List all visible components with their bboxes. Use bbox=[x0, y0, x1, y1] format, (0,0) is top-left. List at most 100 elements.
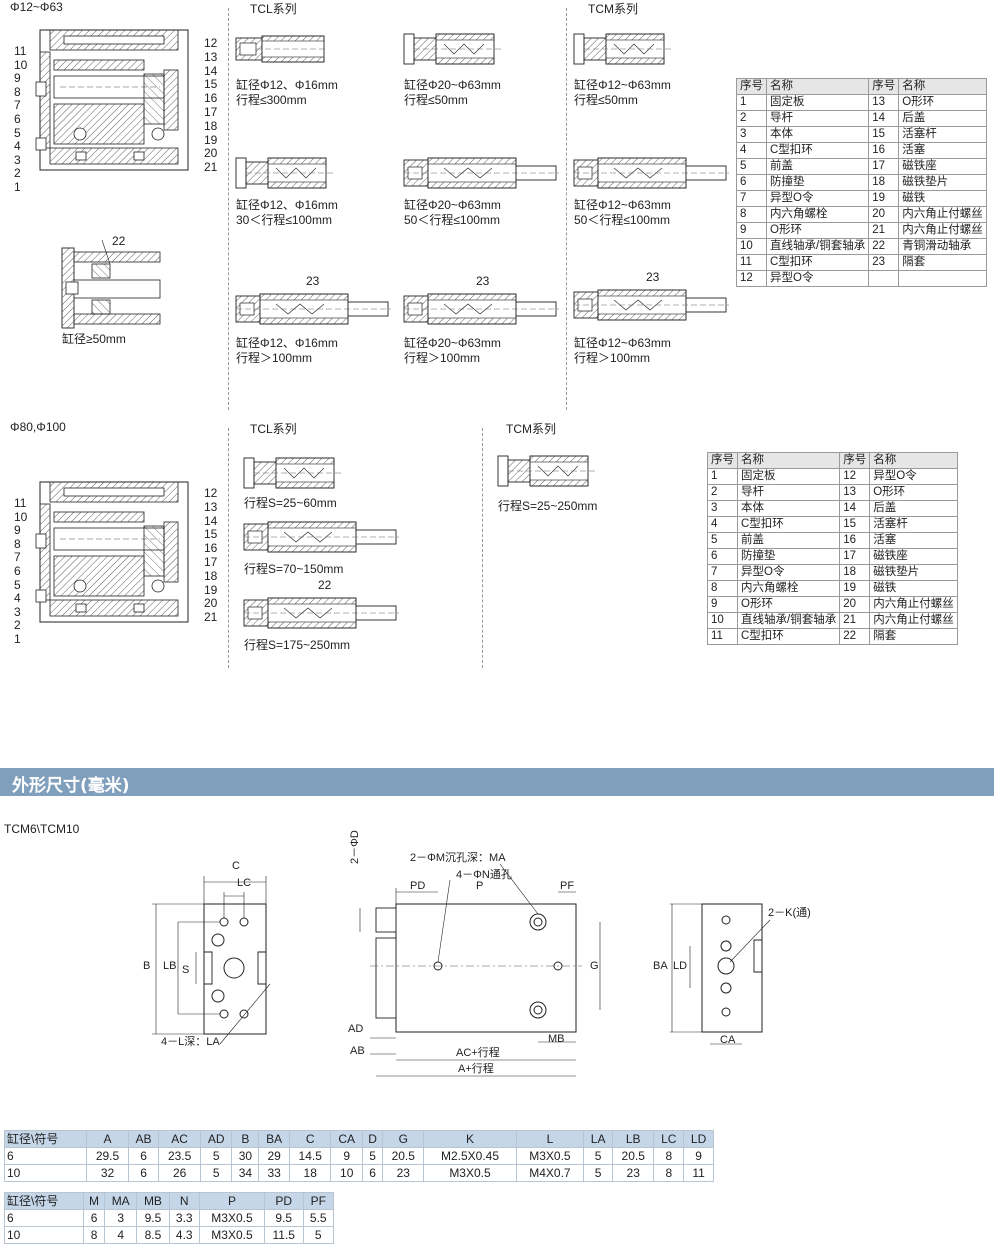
dims-cell: 4.3 bbox=[168, 1226, 200, 1244]
parts-cell: 防撞垫 bbox=[736, 548, 841, 565]
parts-cell: 内六角止付螺丝 bbox=[869, 612, 958, 629]
parts-cell: 异型O令 bbox=[736, 564, 841, 581]
parts-cell: 磁铁座 bbox=[898, 158, 987, 175]
parts-cell: 本体 bbox=[736, 500, 841, 517]
dims-cell: 18 bbox=[288, 1164, 332, 1182]
dim-d: 2－ΦD bbox=[349, 830, 361, 864]
part-number-9: 9 bbox=[14, 523, 21, 538]
section2-tcl-title: TCL系列 bbox=[250, 422, 297, 436]
dims-header-cell: LB bbox=[612, 1130, 655, 1148]
dims-header-cell: M bbox=[83, 1192, 106, 1210]
dims-header-cell: AB bbox=[127, 1130, 160, 1148]
dims-cell: 5.5 bbox=[302, 1209, 334, 1227]
parts-header-cell: 名称 bbox=[765, 78, 870, 95]
dims-header-cell: C bbox=[288, 1130, 332, 1148]
dims-header-cell: G bbox=[382, 1130, 425, 1148]
dims-header-cell: L bbox=[515, 1130, 585, 1148]
parts-cell: 异型O令 bbox=[765, 190, 870, 207]
dims-cell: 29.5 bbox=[86, 1147, 129, 1165]
parts-cell: 15 bbox=[868, 126, 900, 143]
bearing-detail-drawing bbox=[61, 239, 161, 329]
dims-cell: 5 bbox=[199, 1147, 233, 1165]
part-number-11: 11 bbox=[14, 496, 27, 510]
dim-pd: PD bbox=[410, 880, 426, 892]
tcm-rod-drawing bbox=[573, 289, 730, 321]
dims-header-cell: PD bbox=[263, 1192, 304, 1210]
dims-cell: 11.5 bbox=[263, 1226, 304, 1244]
parts-cell: 内六角止付螺丝 bbox=[869, 596, 958, 613]
parts-cell: 内六角止付螺丝 bbox=[898, 206, 987, 223]
parts-cell: 15 bbox=[839, 516, 871, 533]
parts-cell: 防撞垫 bbox=[765, 174, 870, 191]
dim-pf: PF bbox=[560, 880, 575, 892]
parts-header-cell: 名称 bbox=[736, 452, 841, 469]
section2-tcm-title: TCM系列 bbox=[506, 422, 556, 436]
dims-cell: M2.5X0.45 bbox=[423, 1147, 517, 1165]
part-number-2: 2 bbox=[14, 166, 21, 181]
dims-cell: 5 bbox=[583, 1164, 614, 1182]
parts-cell: 23 bbox=[868, 254, 900, 271]
parts-cell: 直线轴承/铜套轴承 bbox=[736, 612, 841, 629]
dims-cell: 4 bbox=[104, 1226, 138, 1244]
dims-header-cell: 缸径\符号 bbox=[3, 1130, 88, 1148]
part-number-11: 11 bbox=[14, 44, 27, 58]
dims-cell: 6 bbox=[127, 1164, 160, 1182]
part-number-9: 9 bbox=[14, 71, 21, 86]
dims-cell: 3 bbox=[104, 1209, 138, 1227]
end-view-drawing bbox=[152, 876, 271, 1045]
parts-cell: 18 bbox=[868, 174, 900, 191]
dims-header-cell: AC bbox=[158, 1130, 201, 1148]
dims-header-cell: P bbox=[198, 1192, 265, 1210]
dims-cell: 34 bbox=[231, 1164, 260, 1182]
part-number-21: 21 bbox=[204, 160, 218, 175]
parts-cell: 隔套 bbox=[898, 254, 987, 271]
dims-cell: 23 bbox=[382, 1164, 425, 1182]
parts-cell: 12 bbox=[839, 468, 871, 485]
part-number-12: 12 bbox=[204, 486, 218, 500]
parts-header-cell: 序号 bbox=[736, 78, 767, 95]
part-number-6: 6 bbox=[14, 564, 21, 578]
part-number-16: 16 bbox=[204, 541, 218, 556]
dims-header-cell: PF bbox=[302, 1192, 334, 1210]
dims-header-cell: BA bbox=[258, 1130, 290, 1148]
dims-cell: 10 bbox=[330, 1164, 364, 1182]
dims-cell: 8 bbox=[653, 1164, 685, 1182]
parts-cell: 9 bbox=[736, 222, 767, 239]
parts-cell: 磁铁垫片 bbox=[869, 564, 958, 581]
section-banner: 外形尺寸(毫米) bbox=[0, 768, 994, 796]
parts-cell: 导杆 bbox=[736, 484, 841, 501]
dims-header-cell: LD bbox=[683, 1130, 714, 1148]
dims-cell: 20.5 bbox=[612, 1147, 655, 1165]
dims-cell: 8 bbox=[653, 1147, 685, 1165]
dims-cell: 10 bbox=[3, 1164, 88, 1182]
parts-cell: 7 bbox=[707, 564, 738, 581]
part-number-7: 7 bbox=[14, 550, 21, 565]
parts-cell: 磁铁 bbox=[869, 580, 958, 597]
parts-cell bbox=[898, 270, 987, 287]
dims-cell: 26 bbox=[158, 1164, 201, 1182]
dims-header-cell: AD bbox=[199, 1130, 233, 1148]
part-number-20: 20 bbox=[204, 146, 218, 161]
part-number-8: 8 bbox=[14, 84, 21, 99]
tcl-rod-drawing bbox=[243, 521, 400, 553]
dims-cell: 8.5 bbox=[136, 1226, 170, 1244]
parts-cell: 14 bbox=[839, 500, 871, 517]
part-number-10: 10 bbox=[14, 57, 28, 72]
parts-cell: 13 bbox=[839, 484, 871, 501]
parts-cell: 后盖 bbox=[898, 110, 987, 127]
parts-cell: 20 bbox=[868, 206, 900, 223]
